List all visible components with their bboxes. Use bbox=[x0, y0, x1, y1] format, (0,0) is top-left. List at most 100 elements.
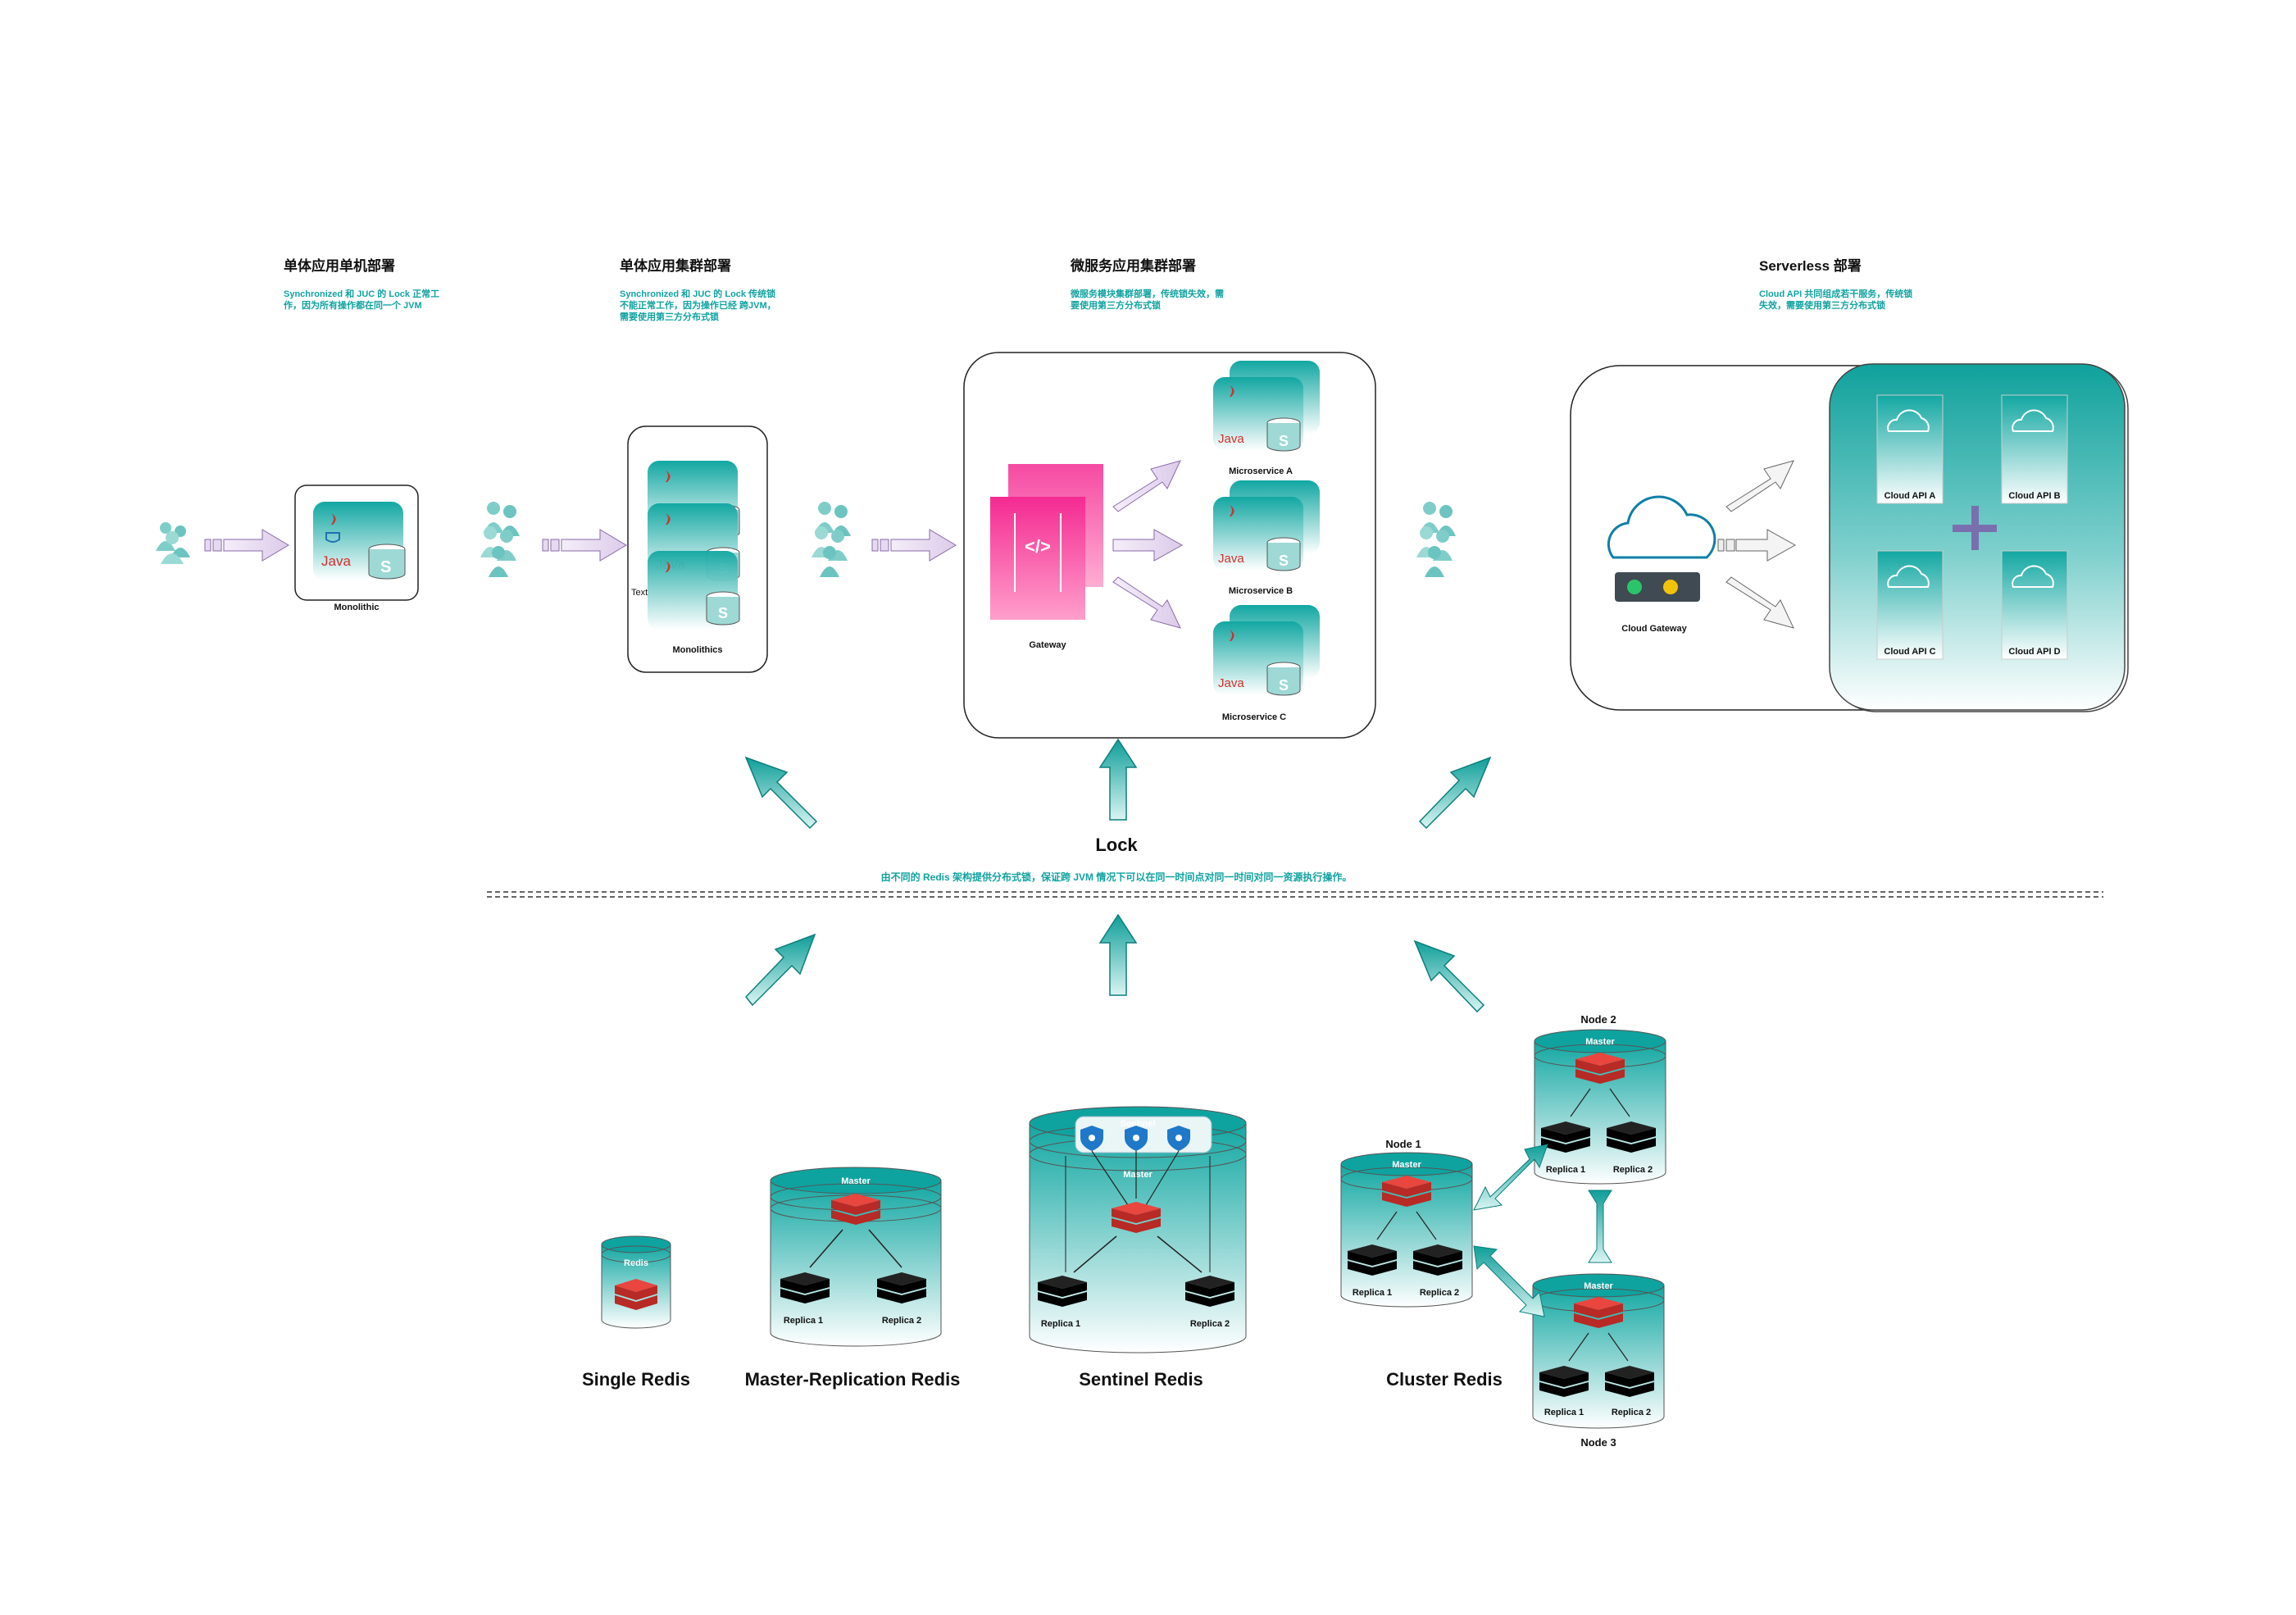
java-icon: Java bbox=[321, 513, 351, 569]
s-label: S bbox=[1279, 433, 1289, 449]
cluster-node-2: Node 2 Master Replica 1 bbox=[1534, 1013, 1666, 1185]
cloud-gateway-label: Cloud Gateway bbox=[1621, 624, 1687, 634]
sentinel-redis-title: Sentinel Redis bbox=[1079, 1369, 1203, 1390]
sentinel-label: Sentinel bbox=[1121, 1119, 1156, 1129]
redis-master-icon bbox=[1382, 1176, 1431, 1207]
users-group-icon bbox=[1416, 502, 1456, 577]
redis-master-icon bbox=[1112, 1202, 1161, 1233]
stage-4-desc-line: 失效，需要使用第三方分布式锁 bbox=[1759, 299, 1885, 311]
cloud-gateway-icon: Cloud Gateway bbox=[1607, 495, 1716, 634]
up-arrow-icon bbox=[1418, 756, 1492, 830]
database-icon: S bbox=[368, 544, 406, 580]
s-label: S bbox=[718, 605, 728, 621]
up-arrow-icon bbox=[744, 756, 818, 830]
stage-3-title: 微服务应用集群部署 bbox=[1070, 257, 1196, 274]
lock-title: Lock bbox=[1095, 835, 1138, 855]
lock-description: 由不同的 Redis 架构提供分布式锁，保证跨 JVM 情况下可以在同一时间点对… bbox=[881, 871, 1353, 883]
cloud-api-d-card: Cloud API D bbox=[2001, 550, 2068, 660]
replica-1-label: Replica 1 bbox=[1546, 1165, 1585, 1175]
flow-arrow-icon bbox=[1725, 576, 1794, 629]
master-label: Master bbox=[841, 1176, 871, 1186]
double-arrow-icon bbox=[1473, 1144, 1548, 1211]
stage-3-desc-line: 微服务模块集群部署，传统锁失效，需 bbox=[1070, 288, 1224, 299]
up-arrow-icon bbox=[1098, 913, 1138, 996]
replica-2-label: Replica 2 bbox=[1612, 1408, 1651, 1417]
replica-2-label: Replica 2 bbox=[1420, 1288, 1459, 1298]
redis-replica-icon bbox=[1607, 1121, 1656, 1153]
flow-arrow-icon bbox=[1112, 460, 1181, 512]
microservice-a-card: Java S Microservice A bbox=[1213, 361, 1320, 476]
svg-text:</>: </> bbox=[1025, 536, 1051, 557]
stage-2-desc-line: 不能正常工作，因为操作已经 跨JVM， bbox=[620, 299, 776, 311]
cloud-api-a-label: Cloud API A bbox=[1885, 491, 1936, 501]
flow-arrow-icon bbox=[542, 529, 627, 562]
java-label: Java bbox=[1218, 432, 1244, 446]
flow-arrow-icon bbox=[1717, 529, 1797, 562]
cloud-api-b-label: Cloud API B bbox=[2008, 491, 2060, 501]
up-arrow-icon bbox=[745, 933, 816, 1007]
users-group-icon bbox=[812, 502, 851, 577]
stage-2-header: 单体应用集群部署 Synchronized 和 JUC 的 Lock 传统锁 不… bbox=[620, 257, 776, 322]
stage-4-title: Serverless 部署 bbox=[1759, 257, 1862, 274]
redis-replica-icon bbox=[1348, 1244, 1397, 1276]
user-icon bbox=[156, 522, 190, 564]
java-app-card: S bbox=[648, 551, 740, 630]
flow-arrow-icon bbox=[1112, 529, 1184, 562]
gateway-label: Gateway bbox=[1029, 640, 1066, 650]
users-group-icon bbox=[480, 502, 520, 577]
up-arrow-icon bbox=[1098, 738, 1138, 821]
java-label: Java bbox=[321, 553, 351, 569]
replica-2-label: Replica 2 bbox=[1613, 1165, 1653, 1175]
cloud-api-b-card: Cloud API B bbox=[2001, 394, 2068, 504]
redis-replica-icon bbox=[1185, 1276, 1234, 1307]
java-label: Java bbox=[1218, 676, 1244, 690]
microservice-c-label: Microservice C bbox=[1222, 712, 1286, 722]
shield-icon bbox=[1125, 1126, 1148, 1151]
redis-label: Redis bbox=[624, 1258, 648, 1268]
master-label: Master bbox=[1584, 1281, 1613, 1291]
replica-1-label: Replica 1 bbox=[1041, 1319, 1080, 1329]
node-1-label: Node 1 bbox=[1385, 1138, 1421, 1150]
redis-replica-icon bbox=[1541, 1121, 1590, 1153]
replica-2-label: Replica 2 bbox=[882, 1316, 921, 1326]
redis-replica-icon bbox=[780, 1272, 830, 1303]
microservice-b-card: Java S Microservice B bbox=[1213, 480, 1320, 596]
stage-1-desc-line: 作，因为所有操作都在同一个 JVM bbox=[284, 299, 422, 311]
microservice-a-label: Microservice A bbox=[1229, 466, 1293, 476]
divider bbox=[487, 891, 2103, 898]
microservice-c-card: Java S Microservice C bbox=[1213, 605, 1320, 722]
master-replication-title: Master-Replication Redis bbox=[745, 1369, 961, 1390]
microservice-b-label: Microservice B bbox=[1229, 586, 1293, 596]
redis-replica-icon bbox=[1038, 1276, 1087, 1307]
double-arrow-icon bbox=[1588, 1190, 1612, 1263]
up-arrow-icon bbox=[1413, 939, 1485, 1013]
master-label: Master bbox=[1585, 1037, 1615, 1047]
s-label: S bbox=[380, 558, 391, 576]
stage-2-desc-line: 需要使用第三方分布式锁 bbox=[620, 311, 719, 322]
master-label: Master bbox=[1123, 1170, 1153, 1180]
master-replication-diagram: Master Replica 1 Replica 2 Master-Replic… bbox=[745, 1167, 961, 1390]
redis-master-icon bbox=[1574, 1297, 1623, 1328]
stage-4-header: Serverless 部署 Cloud API 共同组成若干服务，传统锁 失效，… bbox=[1759, 257, 1912, 311]
serverless-box: Cloud Gateway Cloud API A Cloud API B bbox=[1570, 363, 2129, 712]
cluster-redis-diagram: Node 1 Master Replica 1 bbox=[1340, 1013, 1666, 1449]
cluster-node-1: Node 1 Master Replica 1 bbox=[1340, 1138, 1473, 1308]
redis-replica-icon bbox=[877, 1272, 926, 1303]
cloud-api-c-card: Cloud API C bbox=[1876, 550, 1944, 660]
monolithics-box: Java S Java S S Text Monolithics bbox=[627, 425, 768, 673]
flow-arrow-icon bbox=[204, 529, 289, 562]
redis-replica-icon bbox=[1539, 1366, 1589, 1397]
cloud-api-a-card: Cloud API A bbox=[1876, 394, 1944, 504]
node-2-label: Node 2 bbox=[1580, 1013, 1616, 1026]
replica-1-label: Replica 1 bbox=[784, 1316, 823, 1326]
redis-master-icon bbox=[1575, 1053, 1625, 1084]
cluster-node-3: Master Replica 1 Replica 2 Node 3 bbox=[1532, 1273, 1665, 1449]
monolithics-label: Monolithics bbox=[672, 645, 722, 655]
plus-icon bbox=[1953, 506, 1997, 550]
redis-master-icon bbox=[831, 1194, 880, 1225]
flow-arrow-icon bbox=[1112, 576, 1181, 629]
node-3-label: Node 3 bbox=[1580, 1436, 1616, 1449]
redis-replica-icon bbox=[1413, 1244, 1462, 1276]
single-redis-diagram: Redis Single Redis bbox=[582, 1235, 690, 1390]
stage-3-desc-line: 要使用第三方分布式锁 bbox=[1071, 299, 1161, 311]
